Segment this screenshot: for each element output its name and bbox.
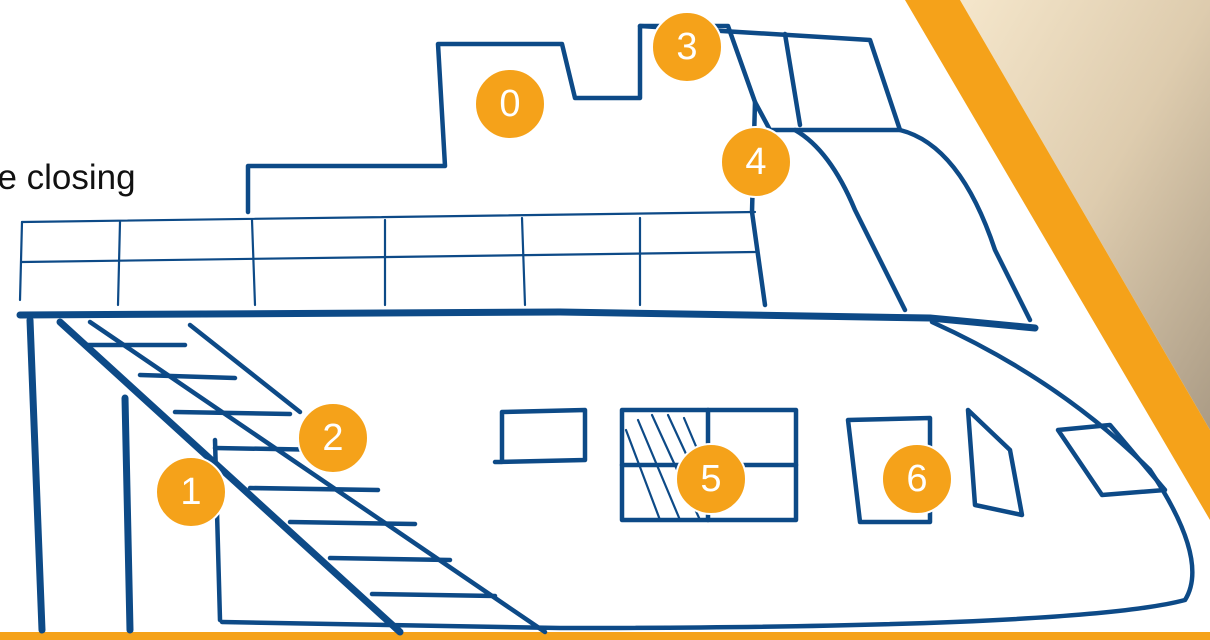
window-4	[968, 410, 1022, 515]
gangway-steps	[85, 345, 495, 596]
hull-left-edge	[30, 320, 42, 630]
marker-2: 2	[297, 402, 369, 474]
window-1	[495, 410, 585, 462]
bridge-divider	[785, 34, 800, 125]
caption-text: be closing	[0, 158, 136, 198]
marker-1: 1	[155, 456, 227, 528]
gangway-rail-lower	[60, 322, 400, 632]
marker-3: 3	[651, 11, 723, 83]
railing-middle	[22, 252, 755, 262]
railing-top	[22, 212, 755, 222]
bridge-post	[752, 212, 765, 305]
main-deck	[20, 312, 1035, 328]
marker-5: 5	[675, 443, 747, 515]
marker-4: 4	[720, 126, 792, 198]
bridge-inner-slope	[795, 130, 905, 310]
gangway-post	[125, 398, 130, 630]
marker-0: 0	[474, 68, 546, 140]
marker-6: 6	[881, 443, 953, 515]
